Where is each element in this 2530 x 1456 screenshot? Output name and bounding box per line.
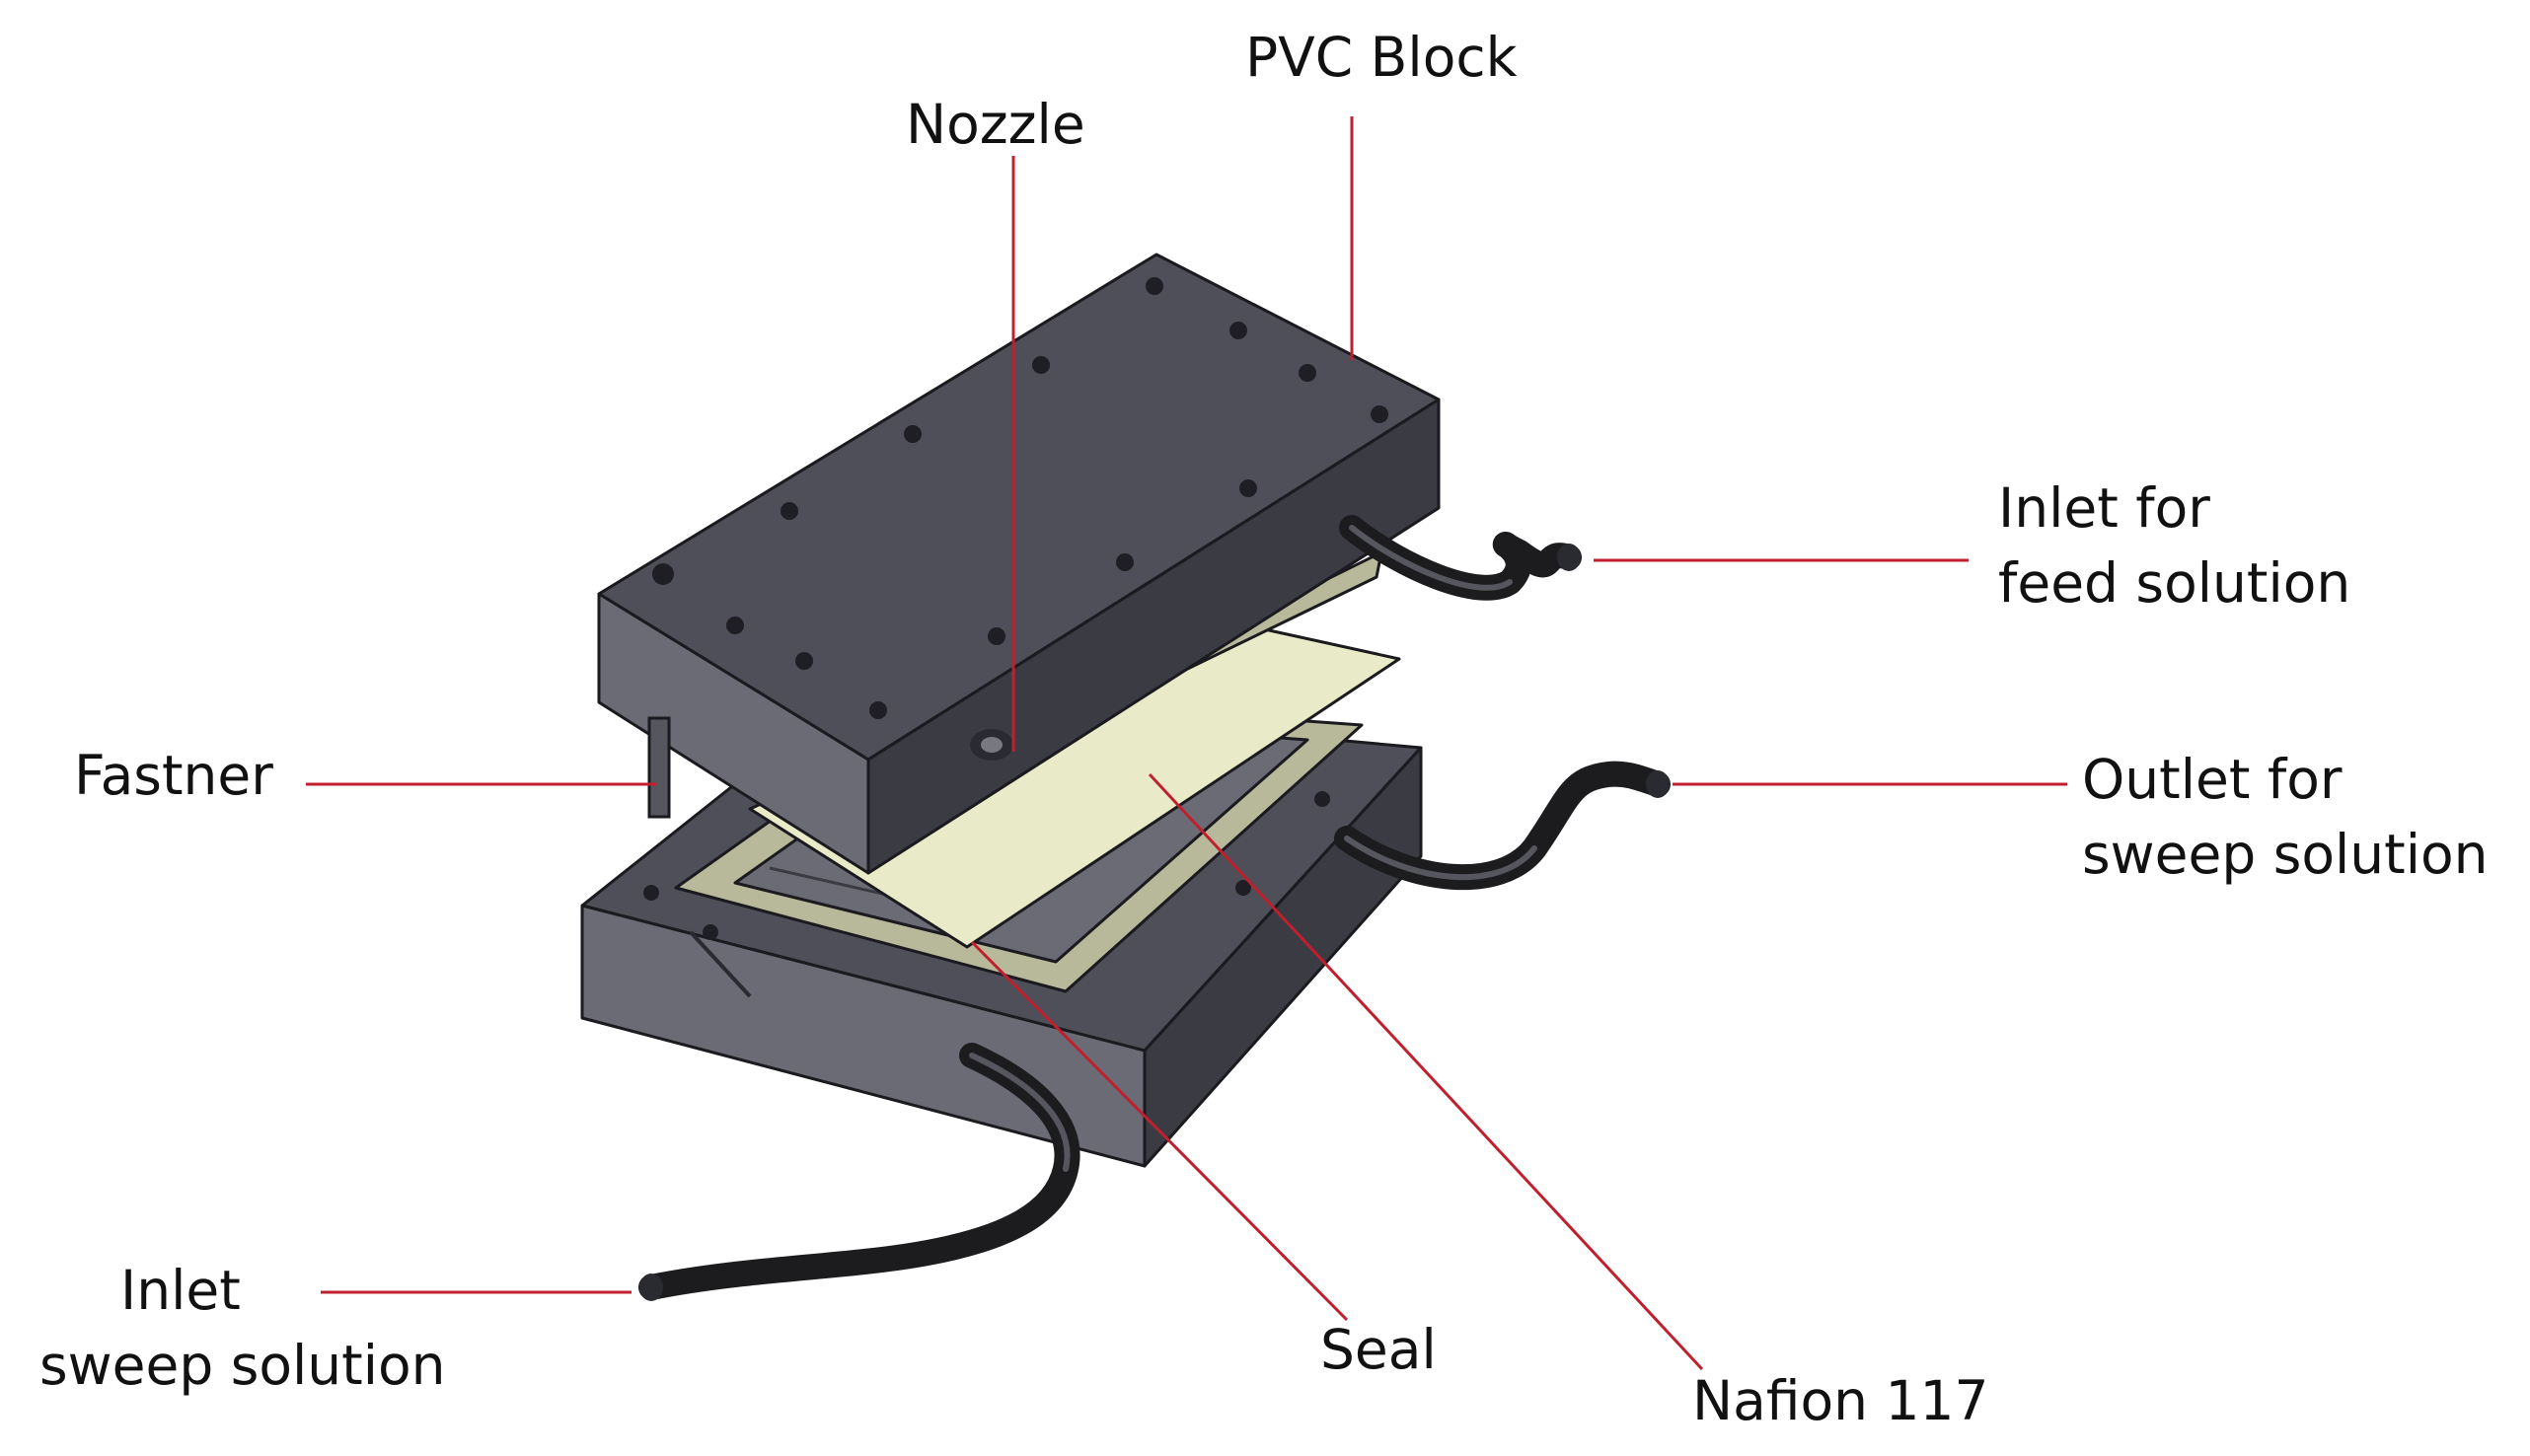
bolt-holes (652, 277, 1388, 719)
label-inlet-sweep-line1: Inlet (120, 1259, 241, 1322)
label-outlet-sweep-line2: sweep solution (2082, 823, 2489, 886)
label-fastner: Fastner (74, 744, 273, 807)
label-inlet-sweep-solution: Inlet sweep solution (39, 1253, 446, 1403)
label-inlet-feed-line2: feed solution (1998, 551, 2351, 615)
label-inlet-sweep-line2: sweep solution (39, 1334, 446, 1397)
leader-lines (306, 116, 2067, 1371)
leader-nafion (1148, 772, 1704, 1371)
fastener-pin (647, 716, 671, 819)
label-seal: Seal (1320, 1318, 1437, 1381)
label-pvc-block: PVC Block (1245, 26, 1518, 89)
tube-end-caps (639, 544, 1670, 1301)
label-nozzle: Nozzle (906, 93, 1085, 156)
sweep-inlet-tube (638, 1043, 1080, 1300)
nozzle-port (970, 729, 1013, 761)
label-outlet-sweep-line1: Outlet for (2082, 748, 2343, 811)
label-inlet-feed-solution: Inlet for feed solution (1998, 471, 2350, 620)
sweep-outlet-tube (1334, 761, 1671, 891)
upper-pvc-block (597, 253, 1441, 875)
label-inlet-feed-line1: Inlet for (1998, 476, 2210, 540)
label-nafion-117: Nafion 117 (1692, 1369, 1989, 1432)
leader-seal (970, 940, 1349, 1322)
feed-inlet-tube (1339, 515, 1582, 601)
label-outlet-sweep-solution: Outlet for sweep solution (2082, 742, 2489, 892)
